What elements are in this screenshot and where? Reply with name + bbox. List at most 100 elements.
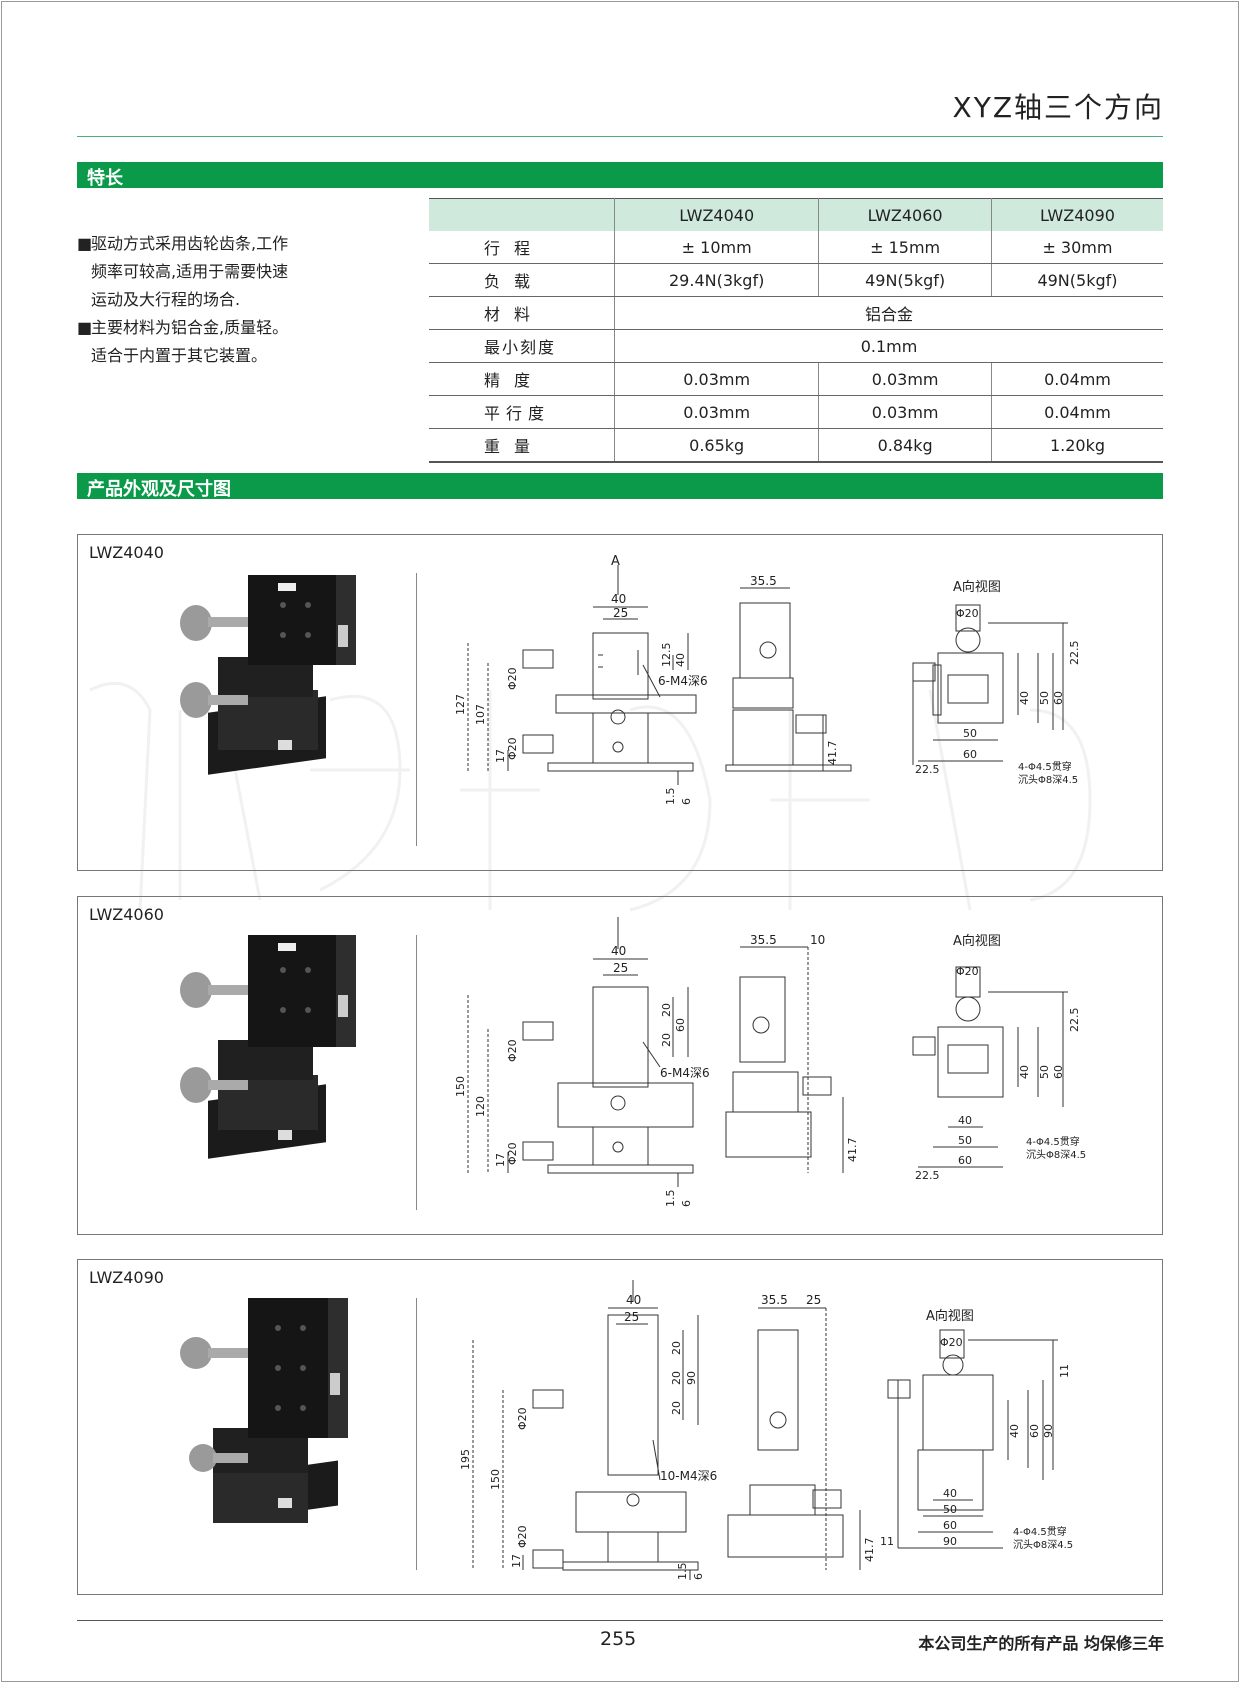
- dim-label: 20: [670, 1341, 683, 1355]
- dim-label: 60: [674, 1018, 687, 1032]
- dim-label: Φ20: [506, 737, 519, 760]
- spec-row-stroke: 行程 ± 10mm ± 15mm ± 30mm: [429, 231, 1163, 264]
- dim-label: 20: [670, 1371, 683, 1385]
- dim-label: A向视图: [953, 579, 1001, 595]
- spec-header-row: LWZ4040 LWZ4060 LWZ4090: [429, 198, 1163, 231]
- spec-cell: 0.03mm: [614, 395, 820, 429]
- dim-label: 17: [494, 749, 507, 763]
- spec-row-label: 平行度: [429, 395, 615, 429]
- dim-label: 6: [692, 1573, 705, 1580]
- dim-label: 40: [611, 944, 626, 958]
- dim-label: 4-Φ4.5贯穿: [1018, 760, 1072, 773]
- panel-model-label: LWZ4060: [89, 905, 164, 924]
- product-panel-lwz4040: LWZ4040: [77, 534, 1163, 871]
- dim-label: 22.5: [1068, 1008, 1081, 1033]
- dim-label: 60: [943, 1519, 957, 1532]
- dim-label: 50: [1038, 1065, 1051, 1079]
- spec-cell: 0.65kg: [614, 428, 820, 463]
- dim-label: 50: [958, 1134, 972, 1147]
- spec-row-min-scale: 最小刻度 0.1mm: [429, 329, 1163, 363]
- dim-label: Φ20: [506, 667, 519, 690]
- watermark-logo: [89, 681, 1092, 912]
- spec-cell: 49N(5kgf): [991, 263, 1163, 297]
- dim-label: 41.7: [846, 1138, 859, 1163]
- feature-line: 适合于内置于其它装置。: [91, 346, 268, 365]
- dim-label: 60: [1052, 691, 1065, 705]
- dim-label: 20: [670, 1401, 683, 1415]
- spec-cell: 1.20kg: [991, 428, 1163, 463]
- page-number: 255: [600, 1628, 637, 1650]
- feature-line: 驱动方式采用齿轮齿条,工作: [91, 234, 289, 253]
- product-photo: [180, 935, 356, 1159]
- dim-label: 50: [1038, 691, 1051, 705]
- dim-label: 50: [963, 727, 977, 740]
- dim-label: 35.5: [761, 1293, 788, 1307]
- dim-label: 1.5: [676, 1563, 689, 1581]
- dim-label: 22.5: [915, 763, 940, 776]
- dim-label: A: [611, 555, 620, 569]
- dim-label: 50: [943, 1503, 957, 1516]
- dim-label: 120: [474, 1096, 487, 1117]
- spec-cell: ± 15mm: [818, 231, 992, 264]
- dim-label: 40: [958, 1114, 972, 1127]
- dim-label: 40: [674, 653, 687, 667]
- spec-table: LWZ4040 LWZ4060 LWZ4090 行程 ± 10mm ± 15mm…: [429, 198, 1163, 463]
- dim-label: A向视图: [926, 1308, 974, 1324]
- spec-row-label: 材料: [429, 296, 615, 330]
- dim-label: 90: [943, 1535, 957, 1548]
- dim-label: 25: [624, 1310, 639, 1324]
- panel-separator: [416, 1298, 417, 1570]
- dimension-drawing: A 40 25 6-M4深6 35.5 A向视图 Φ20 4-Φ4.5贯穿 沉头…: [454, 555, 1081, 805]
- dim-label: 40: [611, 592, 626, 606]
- dim-label: Φ20: [516, 1407, 529, 1430]
- dim-label: 90: [685, 1371, 698, 1385]
- spec-row-parallelism: 平行度 0.03mm 0.03mm 0.04mm: [429, 395, 1163, 429]
- dim-label: 40: [626, 1293, 641, 1307]
- dim-label: 40: [943, 1487, 957, 1500]
- spec-cell: 0.04mm: [991, 362, 1163, 396]
- spec-header-blank: [429, 198, 615, 231]
- product-panel-lwz4060: LWZ4060: [77, 896, 1163, 1235]
- features-heading-band: 特长: [77, 162, 1163, 189]
- spec-cell: 0.03mm: [818, 362, 992, 396]
- dim-label: 41.7: [826, 741, 839, 766]
- dim-label: 22.5: [1068, 641, 1081, 666]
- dim-label: 4-Φ4.5贯穿: [1013, 1525, 1067, 1538]
- drawings-heading-band: 产品外观及尺寸图: [77, 473, 1163, 500]
- dim-label: 107: [474, 704, 487, 725]
- dim-label: Φ20: [516, 1525, 529, 1548]
- dim-label: 沉头Φ8深4.5: [1013, 1538, 1073, 1551]
- dim-label: 12.5: [660, 643, 673, 668]
- dim-label: 6: [680, 1200, 693, 1207]
- dim-label: Φ20: [506, 1142, 519, 1165]
- dim-label: 沉头Φ8深4.5: [1026, 1148, 1086, 1161]
- dim-label: 35.5: [750, 933, 777, 947]
- spec-header-lwz4090: LWZ4090: [991, 198, 1163, 231]
- dimension-drawing: A 40 25 10-M4深6 35.5 25 A向视图 Φ20 4-Φ4.5贯…: [459, 1280, 1073, 1581]
- dim-label: 40: [1008, 1424, 1021, 1438]
- dim-label: 10: [810, 933, 825, 947]
- spec-cell: ± 30mm: [991, 231, 1163, 264]
- features-heading: 特长: [87, 168, 123, 189]
- product-photo: [180, 1298, 348, 1523]
- spec-cell: 0.03mm: [818, 395, 992, 429]
- dim-label: Φ20: [956, 607, 979, 620]
- dim-label: Φ20: [506, 1039, 519, 1062]
- spec-row-label: 重量: [429, 428, 615, 463]
- spec-cell-merged: 0.1mm: [614, 329, 1163, 363]
- panel-separator: [416, 935, 417, 1210]
- dim-label: 150: [489, 1469, 502, 1490]
- dim-label: 22.5: [915, 1169, 940, 1182]
- spec-row-weight: 重量 0.65kg 0.84kg 1.20kg: [429, 428, 1163, 463]
- spec-cell: 29.4N(3kgf): [614, 263, 820, 297]
- feature-line: 主要材料为铝合金,质量轻。: [91, 318, 289, 337]
- dim-label: 195: [459, 1449, 472, 1470]
- dim-label: 41.7: [863, 1538, 876, 1563]
- spec-row-material: 材料 铝合金: [429, 296, 1163, 330]
- dim-label: 4-Φ4.5贯穿: [1026, 1135, 1080, 1148]
- page-title: XYZ轴三个方向: [952, 91, 1164, 124]
- feature-item: ■ 主要材料为铝合金,质量轻。 适合于内置于其它装置。: [77, 314, 397, 370]
- dim-label: Φ20: [956, 965, 979, 978]
- dim-label: 25: [806, 1293, 821, 1307]
